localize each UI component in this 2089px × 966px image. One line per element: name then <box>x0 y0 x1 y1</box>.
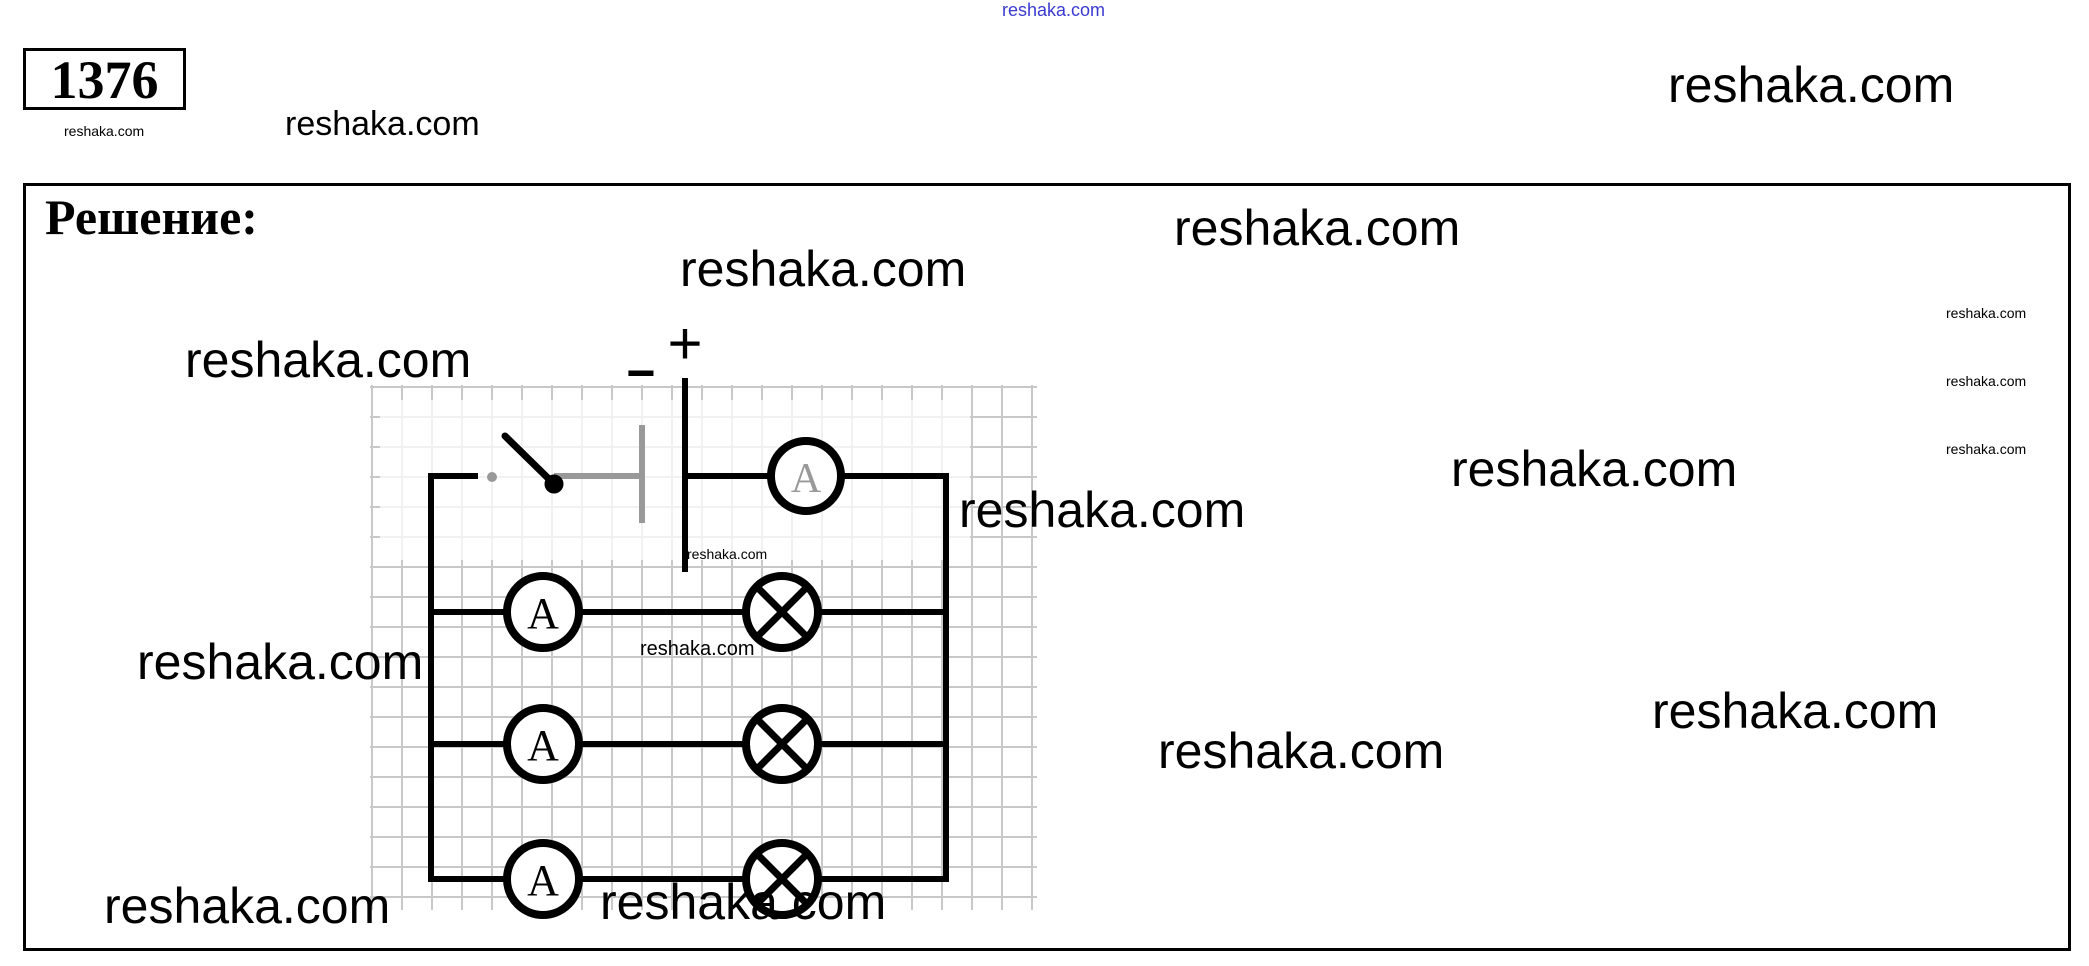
ammeter-label: A <box>527 856 559 905</box>
watermark: reshaka.com <box>640 638 755 660</box>
watermark: reshaka.com <box>1652 683 1939 739</box>
plus-sign: + <box>667 310 702 377</box>
site-link[interactable]: reshaka.com <box>1002 0 1106 20</box>
watermark: reshaka.com <box>687 546 768 562</box>
lamp <box>742 704 822 784</box>
watermark: reshaka.com <box>104 878 391 934</box>
ammeter: A <box>503 704 583 784</box>
watermark: reshaka.com <box>1668 57 1955 113</box>
watermark: reshaka.com <box>680 241 967 297</box>
watermark: reshaka.com <box>64 123 145 139</box>
ammeter: A <box>503 572 583 652</box>
branch-1: A <box>503 572 822 652</box>
main-ammeter: A <box>767 437 845 515</box>
ammeter-label: A <box>527 721 559 770</box>
switch <box>487 432 564 494</box>
watermark: reshaka.com <box>1174 200 1461 256</box>
minus-sign: − <box>626 345 655 401</box>
ammeter-label: A <box>527 589 559 638</box>
erased-area <box>380 400 970 560</box>
watermark: reshaka.com <box>1158 723 1445 779</box>
lamp <box>742 839 822 919</box>
battery <box>639 378 688 572</box>
ammeter: A <box>503 839 583 919</box>
watermark: reshaka.com <box>285 105 480 143</box>
watermark: reshaka.com <box>1946 441 2027 457</box>
watermark: reshaka.com <box>959 482 1246 538</box>
solution-title: Решение: <box>45 189 258 245</box>
ammeter-label: A <box>791 456 822 502</box>
watermark: reshaka.com <box>137 634 424 690</box>
lamp <box>742 572 822 652</box>
watermark: reshaka.com <box>1946 305 2027 321</box>
solution-box <box>23 183 2071 951</box>
watermark: reshaka.com <box>1451 441 1738 497</box>
branch-3: A <box>503 839 822 919</box>
watermark: reshaka.com <box>600 874 887 930</box>
problem-number: 1376 <box>23 48 186 110</box>
watermark: reshaka.com <box>185 332 472 388</box>
watermark: reshaka.com <box>1946 373 2027 389</box>
branch-2: A <box>503 704 822 784</box>
